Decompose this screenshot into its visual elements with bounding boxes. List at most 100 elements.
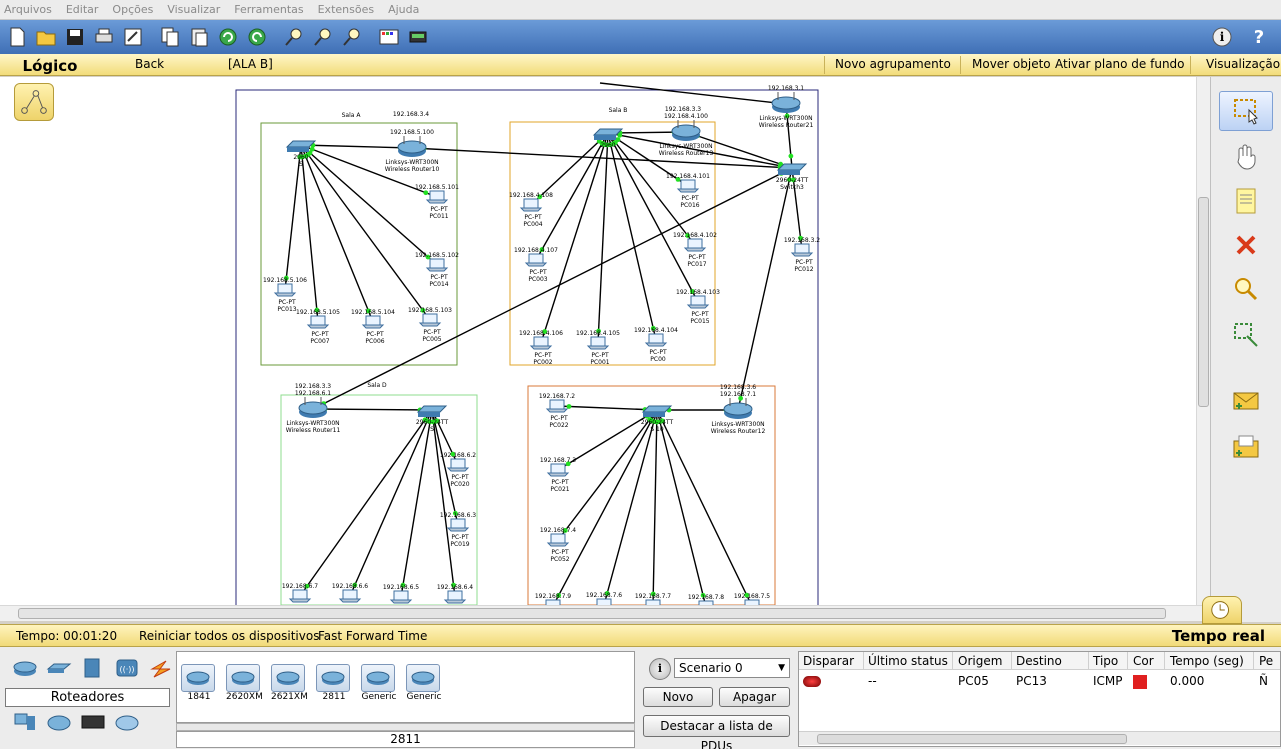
menu-view[interactable]: Visualizar [167,3,221,16]
menu-file[interactable]: Arquivos [4,3,52,16]
save-button[interactable] [62,24,88,50]
set-background-button[interactable]: Ativar plano de fundo [1055,57,1185,71]
model-1841[interactable]: 1841 [181,664,217,704]
delete-scenario-button[interactable]: Apagar [719,687,790,707]
menu-tools[interactable]: Ferramentas [234,3,304,16]
category-wireless[interactable]: ((·)) [114,657,140,679]
fast-forward-button[interactable]: Fast Forward Time [318,629,428,643]
palette-button[interactable] [376,24,402,50]
device-d7[interactable]: 192.168.6.7 [282,583,318,603]
device-list-scrollbar[interactable] [176,723,635,731]
category-hubs[interactable] [80,657,106,679]
device-r12[interactable]: 192.168.3.6192.168.7.1Linksys-WRT300NWir… [711,384,766,435]
model-generic-2[interactable]: Generic [406,664,442,704]
add-complex-pdu-button[interactable] [1219,427,1273,467]
realtime-clock-tab[interactable] [1202,596,1242,624]
device-e5[interactable]: 192.168.7.5 [734,593,770,605]
place-note-button[interactable] [1219,181,1273,221]
redo-button[interactable] [244,24,270,50]
select-tool-button[interactable] [1219,91,1273,131]
device-e9[interactable]: 192.168.7.9 [535,593,571,605]
category-security[interactable] [46,711,72,733]
viewport-button[interactable]: Visualização [1206,57,1281,71]
resize-shape-button[interactable] [1219,315,1273,355]
fire-button[interactable] [803,676,821,687]
pdu-table-scrollbar[interactable] [799,731,1280,745]
device-e7[interactable]: 192.168.7.7 [635,593,671,605]
menu-extensions[interactable]: Extensões [317,3,375,16]
device-d4[interactable]: 192.168.6.4 [437,584,473,604]
zoom-in-button[interactable] [281,24,307,50]
zoom-out-button[interactable] [339,24,365,50]
model-2620xm[interactable]: 2620XM [226,664,263,704]
menu-help[interactable]: Ajuda [388,3,420,16]
model-2621xm[interactable]: 2621XM [271,664,308,704]
new-cluster-button[interactable]: Novo agrupamento [835,57,951,71]
device-e6[interactable]: 192.168.7.8 [688,594,724,605]
col-type[interactable]: Tipo [1093,654,1119,668]
col-time[interactable]: Tempo (seg) [1170,654,1244,668]
move-layout-button[interactable] [1219,137,1273,177]
category-connections[interactable] [148,657,174,679]
scenario-select[interactable]: Scenario 0▼ [674,658,790,678]
move-object-button[interactable]: Mover objeto [972,57,1051,71]
scenario-info-button[interactable]: i [649,658,671,680]
inspect-button[interactable] [1219,269,1273,309]
category-switches[interactable] [46,657,72,679]
print-button[interactable] [91,24,117,50]
model-2811[interactable]: 2811 [316,664,352,704]
paste-button[interactable] [186,24,212,50]
table-row[interactable]: -- PC05 PC13 ICMP 0.000 Ñ [799,672,1280,692]
col-destination[interactable]: Destino [1016,654,1062,668]
back-button[interactable]: Back [135,57,165,71]
new-scenario-button[interactable]: Novo [643,687,713,707]
zoom-reset-button[interactable] [310,24,336,50]
device-sw_b[interactable]: 2960 [592,128,624,149]
add-simple-pdu-button[interactable] [1219,381,1273,421]
toggle-pdu-list-button[interactable]: Destacar a lista de PDUs [643,715,790,749]
category-custom[interactable] [114,711,140,733]
delete-button[interactable] [1219,225,1273,265]
col-source[interactable]: Origem [958,654,1003,668]
col-periodic[interactable]: Pe [1259,654,1274,668]
device-d6[interactable]: 192.168.6.6 [332,583,368,603]
col-fire[interactable]: Disparar [803,654,855,668]
workspace-horizontal-scrollbar[interactable] [0,605,1210,621]
menu-options[interactable]: Opções [112,3,154,16]
power-cycle-button[interactable]: Reiniciar todos os dispositivos [139,629,320,643]
device-d5[interactable]: 192.168.6.5 [383,584,419,604]
col-last-status[interactable]: Último status [868,654,948,668]
category-wan-emulation[interactable] [80,711,106,733]
open-button[interactable] [33,24,59,50]
custom-device-button[interactable] [405,24,431,50]
model-generic-1[interactable]: Generic [361,664,397,704]
menu-edit[interactable]: Editar [65,3,99,16]
